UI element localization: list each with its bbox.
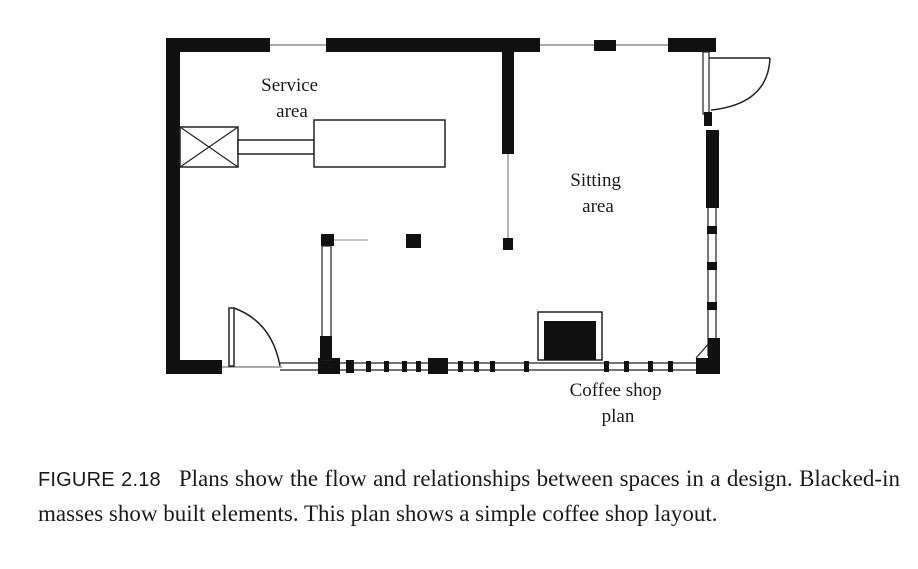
door-leaf <box>228 307 235 367</box>
plan-title-line1: Coffee shop <box>570 380 662 401</box>
figure-caption-text: Plans show the flow and relationships be… <box>38 466 900 526</box>
column-mid <box>406 234 421 248</box>
sitting-area-label: Sitting area <box>570 170 625 217</box>
service-area-label: Service area <box>261 75 323 122</box>
figure-label: FIGURE 2.18 <box>38 469 161 491</box>
partition-wall <box>502 52 514 154</box>
left-wall <box>166 38 180 374</box>
bottom-wall <box>280 358 718 374</box>
column-partition-end <box>503 238 513 250</box>
fireplace <box>537 311 603 361</box>
top-wall-mass-center <box>326 38 540 52</box>
right-door-swing-arc <box>710 57 771 111</box>
service-counter <box>179 119 446 168</box>
service-area-label-line2: area <box>276 101 308 122</box>
counter-connector <box>237 139 315 155</box>
column-mid-left <box>321 234 334 246</box>
top-pier <box>594 40 616 51</box>
right-wall <box>695 51 771 374</box>
sitting-area-label-line1: Sitting <box>570 170 621 191</box>
top-wall <box>166 38 716 52</box>
coffee-shop-floor-plan: Service area Sitting area Coffee shop pl… <box>166 38 771 427</box>
main-counter <box>313 119 446 168</box>
entry-door-left <box>222 307 282 368</box>
sitting-area-label-line2: area <box>582 196 614 217</box>
bottom-left-wall-mass <box>166 360 222 374</box>
plan-title-label: Coffee shop plan <box>570 380 667 427</box>
top-wall-mass-left <box>166 38 270 52</box>
top-wall-mass-right <box>668 38 716 52</box>
right-door-frame <box>702 51 710 115</box>
door-swing-arc <box>233 307 281 367</box>
plan-title-line2: plan <box>602 406 635 427</box>
interior-elements <box>320 234 513 361</box>
service-area-label-line1: Service <box>261 75 318 96</box>
